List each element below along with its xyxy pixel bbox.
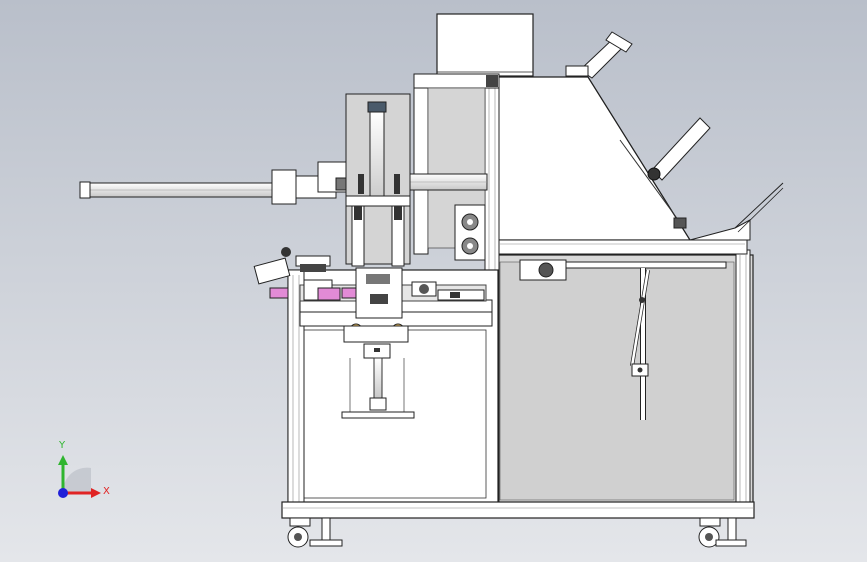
leveling-foot-right [715, 517, 747, 547]
base-rail [281, 501, 755, 519]
left-jig [253, 247, 357, 301]
leveling-foot-left [309, 517, 343, 547]
horizontal-arm [79, 161, 488, 205]
roller-stack [454, 204, 486, 261]
right-cabinet [494, 249, 754, 513]
top-hopper-box [436, 13, 534, 77]
caster-left [287, 517, 311, 548]
x-axis-head [91, 488, 101, 498]
z-axis-dot [58, 488, 68, 498]
y-axis-head [58, 455, 68, 465]
triad-x-label: X [103, 486, 110, 497]
press-plate [341, 343, 415, 419]
link-rod [630, 268, 650, 420]
hood-conveyor [519, 259, 727, 281]
vertical-cylinder-assembly [345, 93, 411, 267]
triad-y-label: Y [59, 440, 66, 451]
caster-right [698, 517, 721, 548]
table-clamps [411, 281, 485, 301]
coordinate-triad-icon [58, 455, 101, 498]
feed-chute-upper [565, 31, 633, 79]
feed-chute-lower [619, 117, 711, 229]
sloped-hood [496, 76, 784, 255]
